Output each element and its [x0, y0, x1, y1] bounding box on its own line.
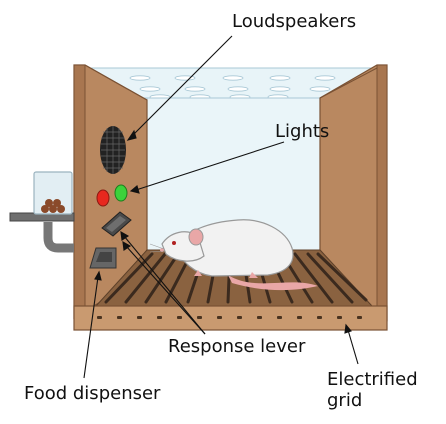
- left-wall-front-edge: [73, 64, 86, 321]
- label-food-dispenser: Food dispenser: [24, 383, 161, 404]
- pointer-lever-1: [123, 235, 206, 335]
- rat-icon: [149, 219, 318, 291]
- pointer-electrified-grid: [347, 329, 359, 365]
- speaker-grille-icon: [100, 126, 126, 174]
- label-lights: Lights: [275, 121, 330, 142]
- box-base: [73, 305, 388, 331]
- pointer-loudspeakers: [131, 35, 233, 137]
- ceiling-holes: [129, 75, 336, 100]
- label-loudspeakers: Loudspeakers: [232, 11, 357, 32]
- label-response-lever: Response lever: [168, 336, 306, 357]
- red-light-icon: [96, 189, 110, 207]
- right-wall-front-edge: [376, 64, 388, 324]
- pointer-lever-2: [125, 245, 206, 335]
- green-light-icon: [114, 184, 128, 202]
- pointer-lines: [83, 35, 359, 379]
- pointer-food-dispenser: [83, 276, 99, 379]
- base-slots: [97, 316, 362, 319]
- food-supply: [9, 171, 75, 253]
- food-dispenser-icon: [89, 247, 117, 269]
- food-jar: [33, 171, 73, 215]
- pointer-lights: [135, 141, 285, 191]
- label-electrified-grid: Electrified grid: [327, 369, 418, 411]
